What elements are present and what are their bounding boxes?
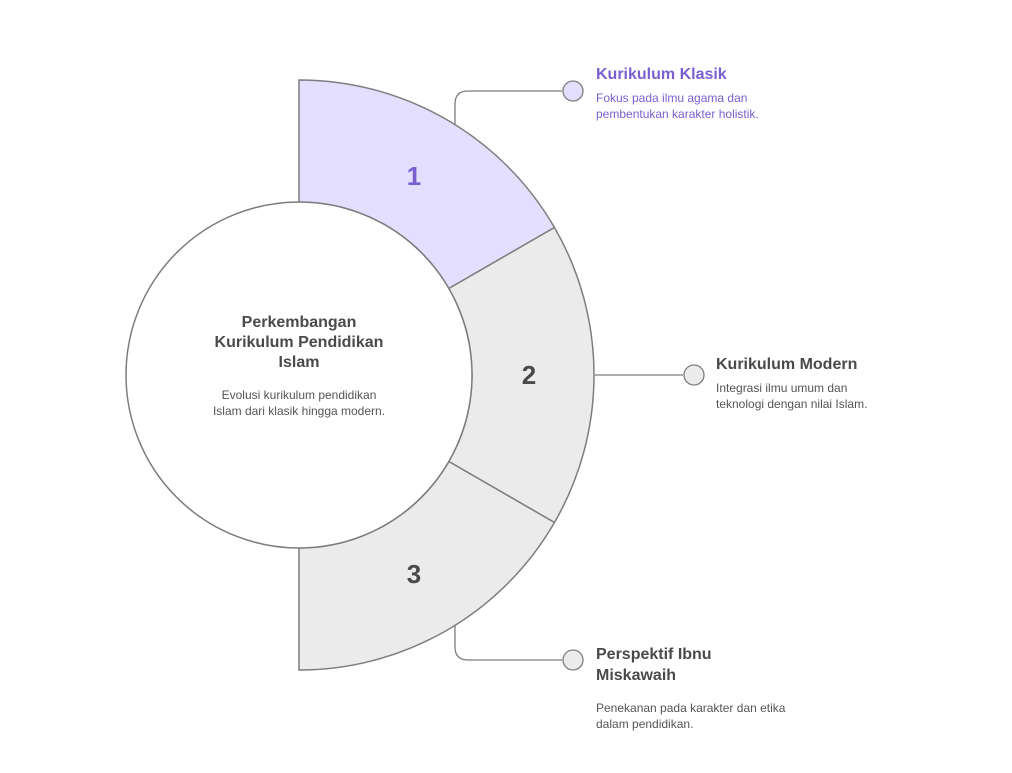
- segment-description: Penekanan pada karakter dan etika dalam …: [596, 701, 786, 731]
- segment-label-1: Kurikulum Klasik Fokus pada ilmu agama d…: [596, 64, 786, 122]
- segment-number-1: 1: [407, 161, 421, 191]
- segment-title: Kurikulum Klasik: [596, 66, 727, 83]
- center-description: Evolusi kurikulum pendidikan Islam dari …: [212, 388, 386, 418]
- center-text: Perkembangan Kurikulum Pendidikan Islam …: [209, 313, 389, 419]
- connector-line-3: [454, 625, 562, 661]
- segment-title: Kurikulum Modern: [716, 356, 858, 373]
- segment-description: Fokus pada ilmu agama dan pembentukan ka…: [596, 91, 759, 121]
- center-circle: [125, 201, 473, 549]
- connector-dot-3: [562, 649, 584, 671]
- connector-dot-2: [683, 364, 705, 386]
- segment-title: Perspektif Ibnu Miskawaih: [596, 646, 712, 684]
- center-title: Perkembangan Kurikulum Pendidikan Islam: [214, 314, 384, 371]
- segment-number-3: 3: [407, 559, 421, 589]
- connector-line-1: [454, 90, 562, 125]
- connector-dot-1: [562, 80, 584, 102]
- segment-label-2: Kurikulum Modern Integrasi ilmu umum dan…: [716, 354, 906, 412]
- segment-label-3: Perspektif Ibnu Miskawaih Penekanan pada…: [596, 644, 796, 732]
- segment-description: Integrasi ilmu umum dan teknologi dengan…: [716, 381, 868, 411]
- segment-number-2: 2: [522, 360, 536, 390]
